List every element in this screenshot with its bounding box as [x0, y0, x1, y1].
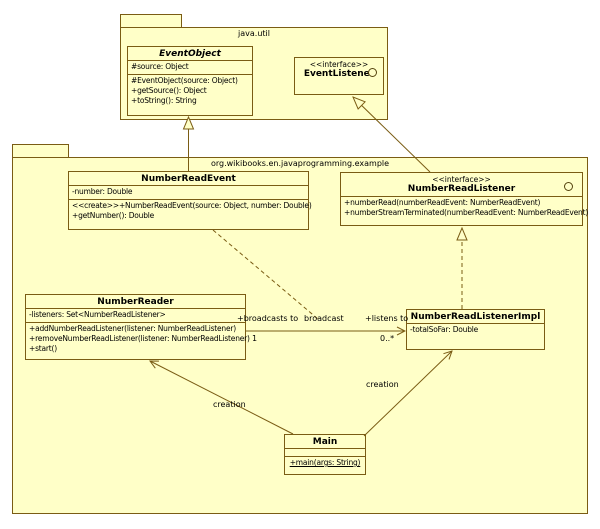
- method: +numberStreamTerminated(numberReadEvent:…: [344, 208, 589, 217]
- class-event-object-title: EventObject: [159, 49, 221, 59]
- method: +addNumberReadListener(listener: NumberR…: [29, 324, 237, 333]
- package-java-util-name: java.util: [238, 29, 270, 38]
- creation-label-right: creation: [366, 380, 399, 389]
- class-number-reader: NumberReader -listeners: Set<NumberReadL…: [25, 294, 250, 360]
- interface-circle-icon: [368, 68, 377, 77]
- method: +getSource(): Object: [131, 86, 207, 95]
- method: #EventObject(source: Object): [131, 76, 238, 85]
- association-name-broadcast: broadcast: [304, 314, 344, 323]
- class-main-title: Main: [312, 437, 338, 447]
- class-number-read-listener-impl: NumberReadListenerImpl -totalSoFar: Doub…: [406, 309, 545, 350]
- class-event-object: EventObject #source: Object #EventObject…: [127, 46, 253, 116]
- method: <<create>>+NumberReadEvent(source: Objec…: [72, 201, 312, 210]
- role-label-broadcasts-to: +broadcasts to: [237, 314, 299, 323]
- class-number-read-event-attributes: -number: Double: [69, 185, 308, 199]
- interface-circle-icon: [564, 182, 573, 191]
- multiplicity-zero-many: 0..*: [380, 334, 395, 343]
- stereotype-label: <<interface>>: [432, 175, 491, 184]
- class-number-read-event-methods: <<create>>+NumberReadEvent(source: Objec…: [69, 199, 312, 229]
- interface-number-read-listener-title: NumberReadListener: [407, 184, 516, 194]
- method: +removeNumberReadListener(listener: Numb…: [29, 334, 250, 343]
- class-number-read-event: NumberReadEvent -number: Double <<create…: [68, 171, 312, 230]
- method: +start(): [29, 344, 58, 353]
- interface-event-listener-title: EventListener: [303, 69, 375, 79]
- package-example-tab: [12, 144, 69, 158]
- method: +toString(): String: [131, 96, 197, 105]
- role-label-listens-to: +listens to: [365, 314, 409, 323]
- method: +main(args: String): [289, 458, 361, 467]
- class-main: Main +main(args: String): [284, 434, 366, 475]
- class-main-attributes: [285, 448, 365, 456]
- class-number-reader-methods: +addNumberReadListener(listener: NumberR…: [26, 322, 250, 359]
- class-number-read-listener-impl-attributes: -totalSoFar: Double: [407, 323, 544, 349]
- attribute: #source: Object: [131, 62, 189, 71]
- class-main-methods: +main(args: String): [285, 456, 365, 474]
- interface-event-listener-head: <<interface>> EventListener: [295, 58, 383, 81]
- interface-number-read-listener-methods: +numberRead(numberReadEvent: NumberReadE…: [341, 196, 589, 220]
- interface-event-listener: <<interface>> EventListener: [294, 57, 384, 95]
- class-number-reader-attributes: -listeners: Set<NumberReadListener>: [26, 308, 245, 322]
- method: +numberRead(numberReadEvent: NumberReadE…: [344, 198, 541, 207]
- multiplicity-one: 1: [252, 334, 258, 343]
- creation-label-left: creation: [213, 400, 246, 409]
- class-number-read-listener-impl-title: NumberReadListenerImpl: [410, 312, 541, 322]
- attribute: -number: Double: [72, 187, 133, 196]
- interface-number-read-listener: <<interface>> NumberReadListener +number…: [340, 172, 589, 226]
- attribute: -listeners: Set<NumberReadListener>: [29, 310, 166, 319]
- interface-number-read-listener-head: <<interface>> NumberReadListener: [341, 173, 582, 196]
- package-example-name: org.wikibooks.en.javaprogramming.example: [210, 159, 390, 168]
- method: +getNumber(): Double: [72, 211, 155, 220]
- class-event-object-attributes: #source: Object: [128, 60, 252, 74]
- stereotype-label: <<interface>>: [309, 60, 369, 69]
- class-number-reader-title: NumberReader: [97, 297, 174, 307]
- attribute: -totalSoFar: Double: [410, 325, 479, 334]
- class-event-object-methods: #EventObject(source: Object) +getSource(…: [128, 74, 252, 115]
- class-number-read-event-title: NumberReadEvent: [141, 174, 236, 184]
- package-java-util-tab: [120, 14, 182, 28]
